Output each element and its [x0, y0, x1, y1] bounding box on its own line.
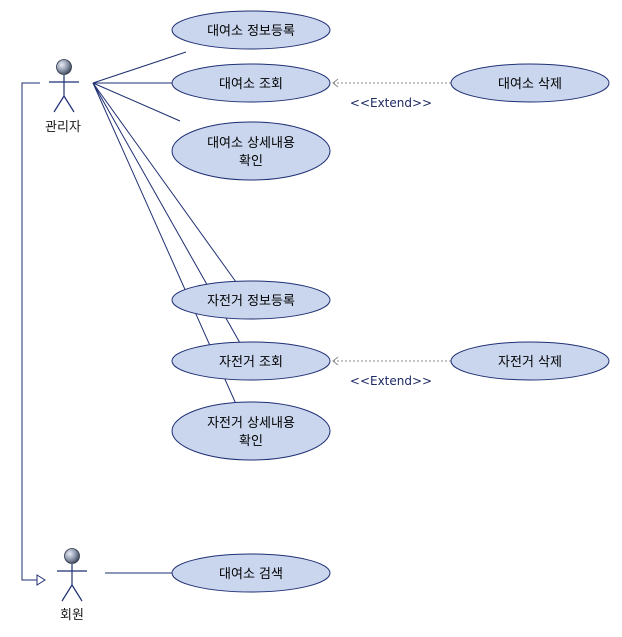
arrowhead-icon — [332, 356, 339, 366]
use-case-label: 대여소 정보등록 — [207, 24, 295, 39]
use-case-rental-register[interactable]: 대여소 정보등록 — [171, 10, 331, 50]
use-case-label-line2: 확인 — [239, 154, 263, 169]
stick-figure-icon — [49, 75, 79, 113]
assoc-admin-rental-detail — [92, 82, 181, 122]
use-case-label: 자전거 삭제 — [498, 355, 562, 370]
arrowhead-icon — [332, 78, 339, 88]
use-case-rental-delete[interactable]: 대여소 삭제 — [450, 63, 610, 103]
use-case-rental-search[interactable]: 대여소 검색 — [171, 553, 331, 593]
extend-lines — [333, 82, 451, 362]
generalization-connector — [21, 82, 46, 586]
actor-head-icon — [56, 59, 72, 75]
use-case-label: 자전거 정보등록 — [207, 294, 295, 309]
use-case-bike-detail[interactable]: 자전거 상세내용 확인 — [171, 401, 331, 461]
assoc-admin-bike-register — [92, 82, 237, 283]
actor-label: 관리자 — [45, 120, 81, 135]
actor-admin[interactable]: 관리자 — [45, 59, 81, 136]
use-case-label: 대여소 삭제 — [498, 77, 562, 92]
use-case-rental-detail[interactable]: 대여소 상세내용 확인 — [171, 121, 331, 181]
extend-arrowheads — [332, 78, 339, 366]
stick-figure-icon — [57, 564, 87, 602]
use-case-label-line2: 확인 — [239, 434, 263, 449]
extend-label-bike: <<Extend>> — [350, 374, 432, 388]
actor-member[interactable]: 회원 — [57, 548, 87, 624]
use-case-label: 대여소 조회 — [219, 77, 283, 92]
use-case-bike-delete[interactable]: 자전거 삭제 — [450, 341, 610, 381]
use-case-label-line1: 대여소 상세내용 — [207, 136, 295, 151]
assoc-admin-rental-register — [92, 51, 187, 84]
actor-head-icon — [64, 548, 80, 564]
use-case-label-line1: 자전거 상세내용 — [207, 416, 295, 431]
actor-label: 회원 — [60, 608, 84, 623]
use-case-label: 자전거 조회 — [219, 355, 283, 370]
use-case-rental-view[interactable]: 대여소 조회 — [171, 63, 331, 103]
hollow-arrowhead-icon — [36, 574, 46, 586]
use-case-label: 대여소 검색 — [219, 567, 283, 582]
use-case-bike-view[interactable]: 자전거 조회 — [171, 341, 331, 381]
extend-label-rental: <<Extend>> — [350, 96, 432, 110]
use-case-bike-register[interactable]: 자전거 정보등록 — [171, 280, 331, 320]
